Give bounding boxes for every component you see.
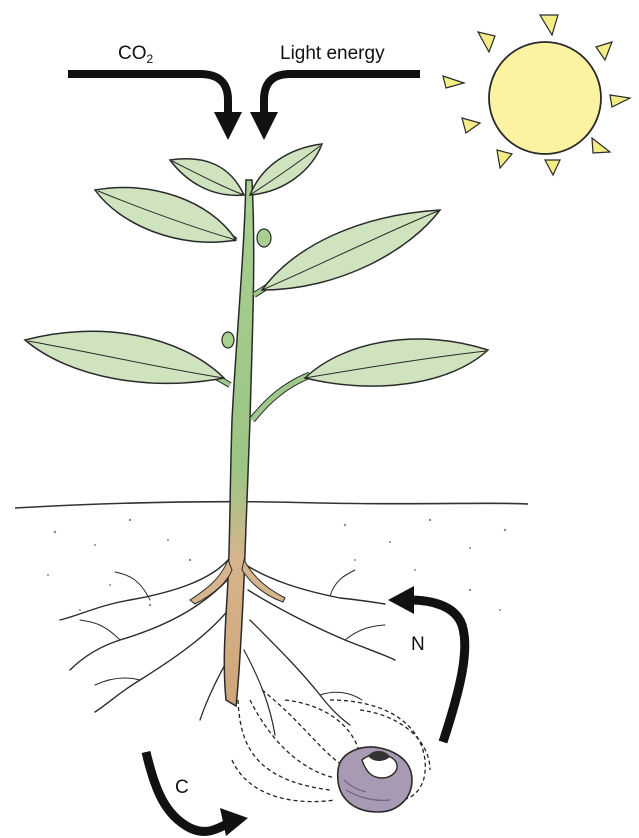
co2-arrow: [68, 74, 242, 140]
light-energy-label: Light energy: [280, 44, 385, 63]
fungus-icon: [338, 747, 412, 812]
carbon-label: C: [175, 778, 189, 797]
co2-label-main: CO: [118, 43, 147, 64]
carbon-arrow: [146, 752, 248, 836]
light-arrow: [250, 74, 420, 140]
sun-icon: [443, 15, 630, 175]
co2-label: CO2: [118, 44, 153, 65]
nitrogen-label: N: [411, 635, 425, 654]
leaves: [25, 144, 488, 386]
co2-label-subscript: 2: [147, 52, 154, 66]
